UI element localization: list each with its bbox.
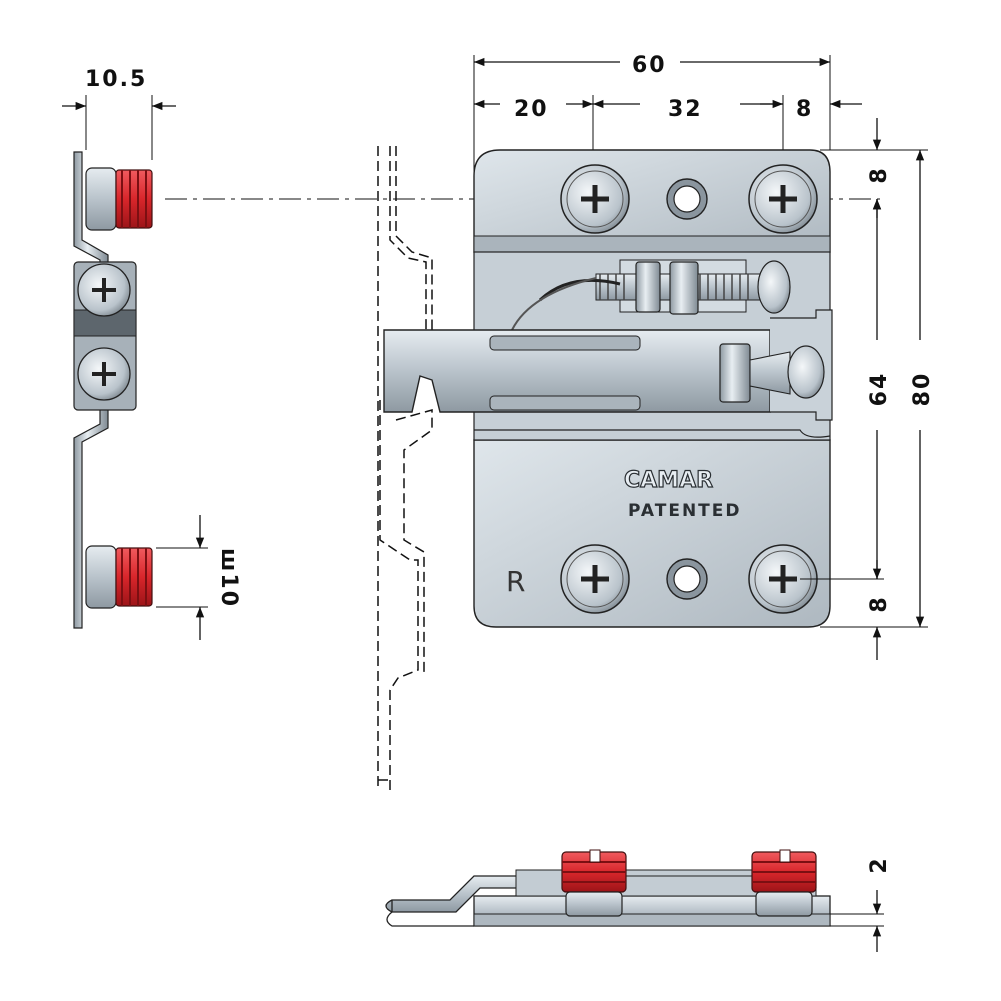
dim-bottom-offset: 8 (867, 595, 892, 612)
plate-stamp: PATENTED (628, 501, 742, 521)
bottom-view: 2 (385, 849, 892, 952)
lock-screw (719, 343, 825, 403)
dowel-icon (751, 849, 817, 917)
front-view: 60 20 32 8 (383, 53, 935, 660)
dim-seg-left: 20 (514, 97, 549, 122)
dim-top-offset: 8 (867, 166, 892, 183)
dim-dowel-diameter: ш10 (216, 548, 241, 608)
dim-side-thickness: 10.5 (85, 67, 147, 92)
phillips-screw-icon (560, 164, 630, 234)
dowel-icon (85, 167, 153, 231)
side-view: 10.5 (62, 67, 241, 640)
dim-plate-thickness: 2 (867, 856, 892, 873)
dim-overall-width: 60 (632, 53, 667, 78)
wall-rail-outline (377, 146, 433, 790)
dim-hole-spacing: 64 (867, 372, 892, 407)
dim-seg-mid: 32 (668, 97, 703, 122)
adjustment-screw (511, 259, 791, 331)
plate-brand: CAMAR (624, 468, 713, 493)
dim-overall-height: 80 (910, 372, 935, 407)
dowel-icon (85, 545, 153, 609)
phillips-screw-icon (560, 544, 630, 614)
side-screw-blocks (73, 261, 137, 411)
mounting-hole-icon (666, 178, 708, 220)
phillips-screw-icon (77, 263, 131, 317)
phillips-screw-icon (77, 347, 131, 401)
phillips-screw-icon (748, 164, 818, 234)
dim-seg-right: 8 (796, 97, 813, 122)
dowel-icon (561, 849, 627, 917)
mounting-hole-icon (666, 558, 708, 600)
plate-side-mark: R (506, 565, 525, 598)
